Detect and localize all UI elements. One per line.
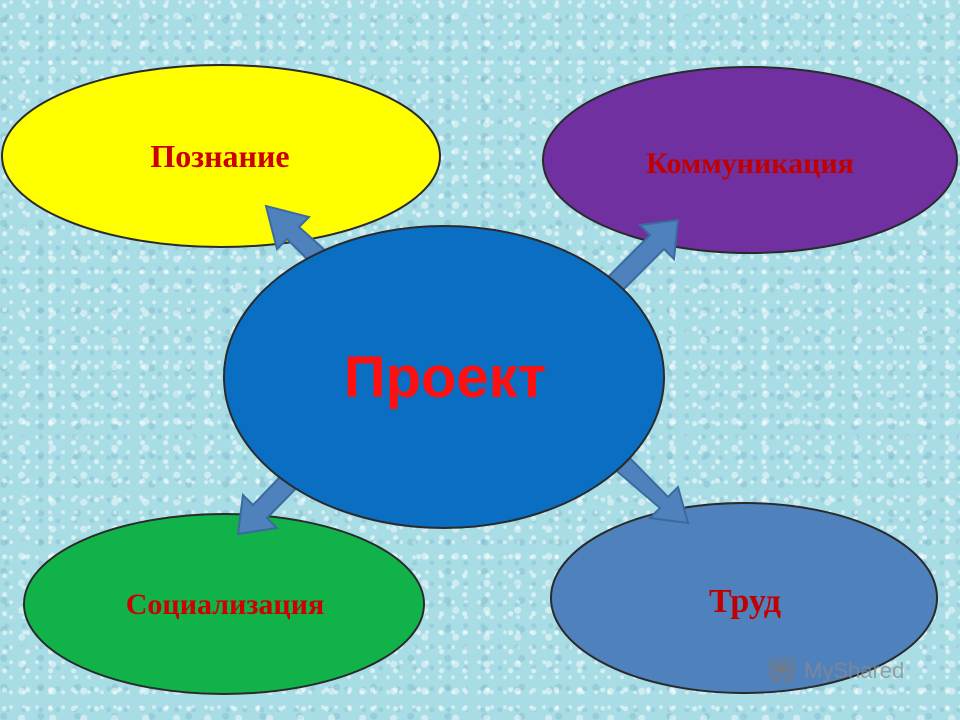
node-socializaciya-label: Социализация <box>125 588 325 621</box>
node-trud-shape <box>550 502 938 694</box>
watermark-text: MyShared <box>804 658 905 683</box>
watermark: MyShared <box>768 656 904 686</box>
node-poznanie-label: Познание <box>150 138 290 174</box>
node-trud-label: Труд <box>709 583 781 620</box>
node-proekt-shape <box>223 225 665 529</box>
node-kommunikaciya-shape <box>542 66 958 254</box>
node-socializaciya-shape <box>23 513 425 695</box>
node-proekt-label: Проект <box>343 345 547 410</box>
node-poznanie-shape <box>1 64 441 248</box>
myshared-logo-icon <box>769 658 795 685</box>
node-kommunikaciya-label: Коммуникация <box>646 147 854 180</box>
